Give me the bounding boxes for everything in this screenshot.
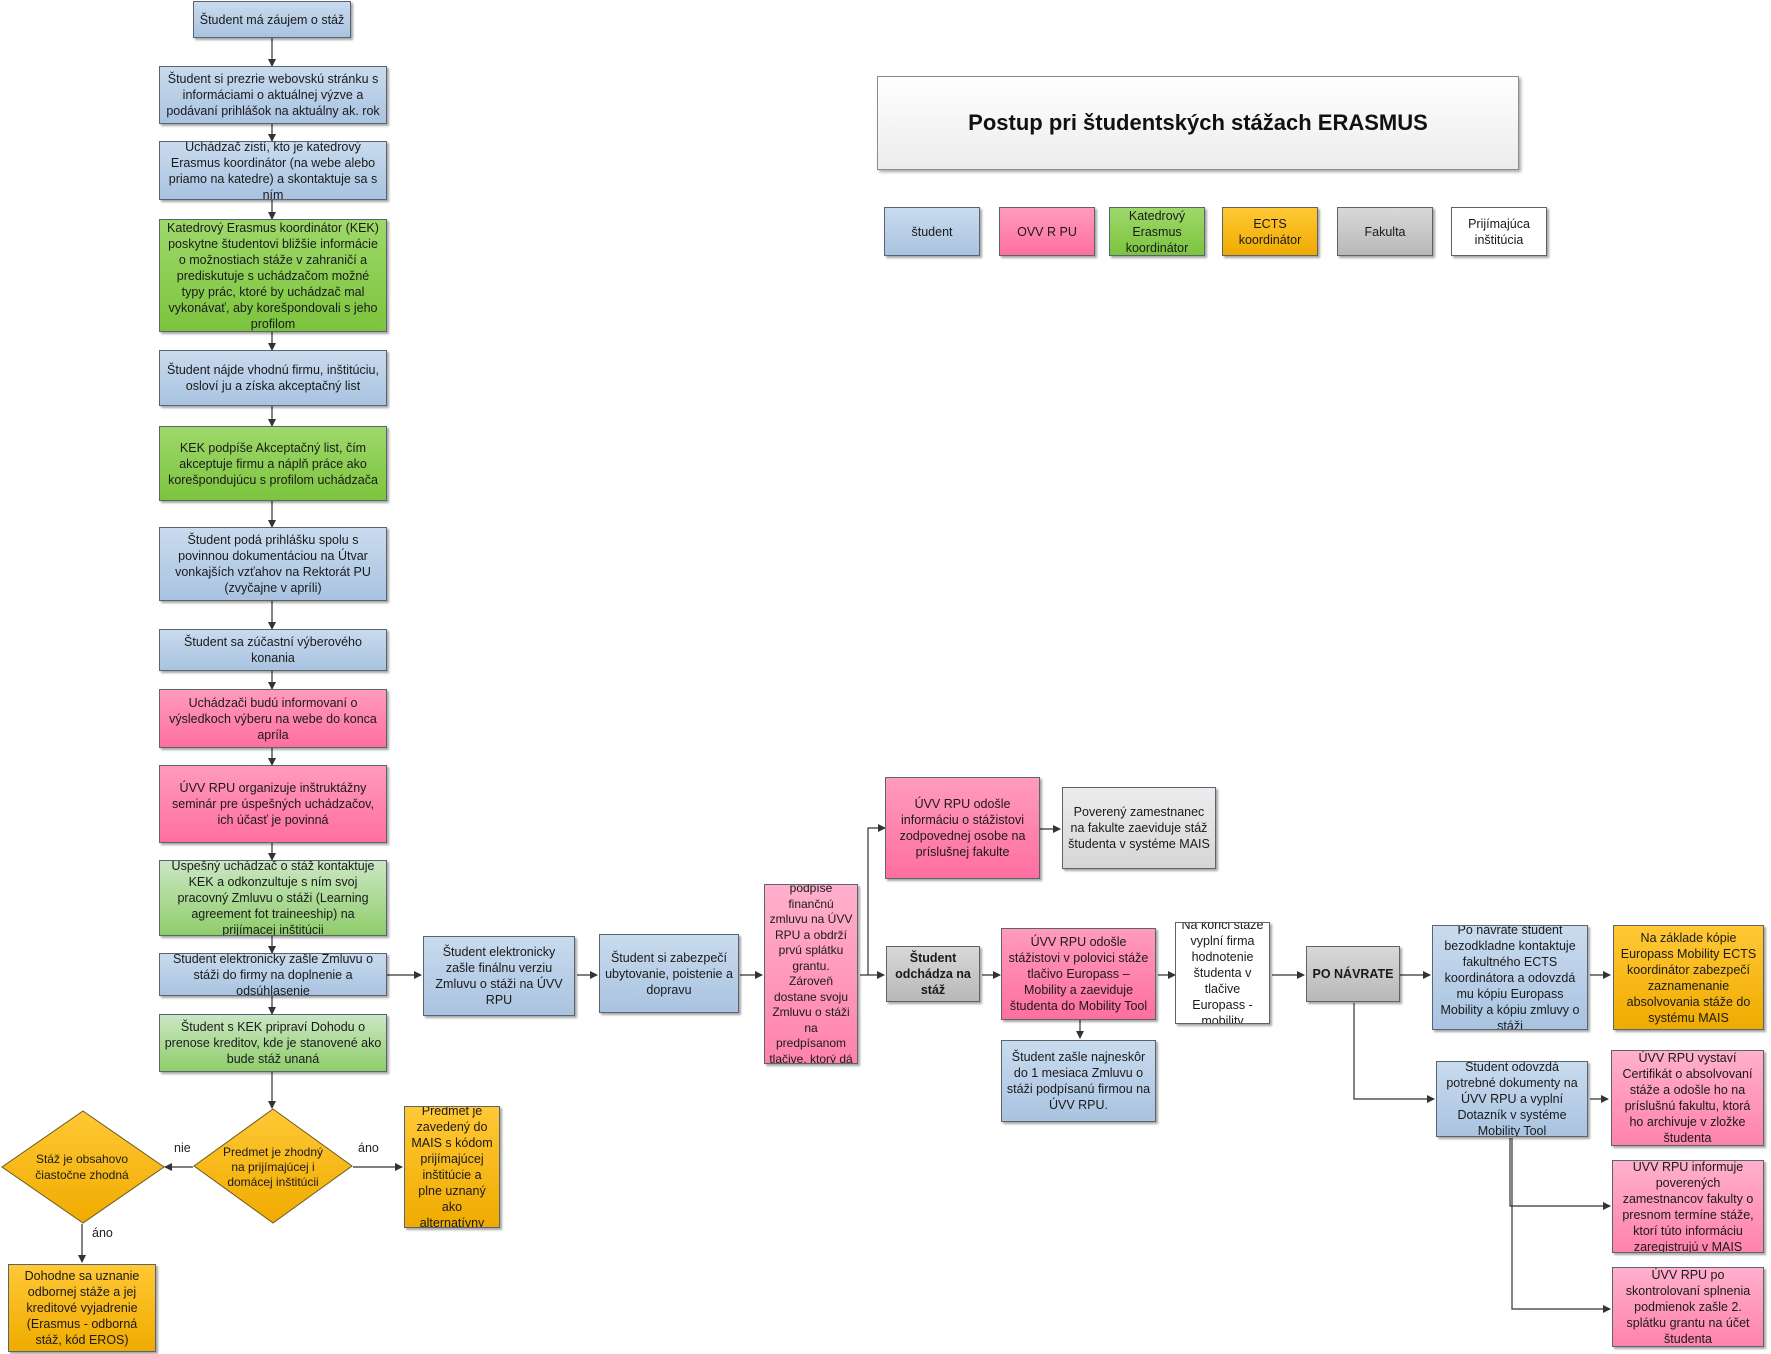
step-kontaktuje-ects: Po návrate študent bezodkladne kontaktuj… <box>1432 925 1588 1030</box>
step-ubytovanie: Študent si zabezpečí ubytovanie, poisten… <box>599 934 739 1013</box>
decision-staz-shape <box>1 1110 165 1224</box>
outcome-eros: Dohodne sa uznanie odbornej stáže a jej … <box>8 1264 156 1352</box>
step-splatka-grantu: ÚVV RPU po skontrolovaní splnenia podmie… <box>1612 1267 1764 1347</box>
connector <box>1511 1138 1611 1313</box>
step-akceptacny-list: KEK podpíše Akceptačný list, čím akceptu… <box>159 426 387 501</box>
step-certifikat: ÚVV RPU vystaví Certifikát o absolvovaní… <box>1611 1050 1764 1146</box>
step-vysledky: Uchádzači budú informovaní o výsledkoch … <box>159 689 387 748</box>
step-najde-firmu: Študent nájde vhodnú firmu, inštitúciu, … <box>159 350 387 406</box>
step-zisti-koordinatora: Uchádzač zistí, kto je katedrový Erasmus… <box>159 141 387 200</box>
connector <box>867 824 886 975</box>
page-title: Postup pri študentských stážach ERASMUS <box>877 76 1519 170</box>
step-financna-zmluva: Študent podpíše finančnú zmluvu na ÚVV R… <box>764 884 858 1064</box>
legend-ovv: OVV R PU <box>999 207 1095 256</box>
decision-predmet-shape <box>193 1108 353 1224</box>
step-dotaznik: Študent odovzdá potrebné dokumenty na ÚV… <box>1436 1061 1588 1137</box>
legend-fakulta: Fakulta <box>1337 207 1433 256</box>
step-zmluva-podpisana: Študent zašle najneskôr do 1 mesiaca Zml… <box>1001 1040 1156 1122</box>
step-ects-mais: Na základe kópie Europass Mobility ECTS … <box>1613 925 1764 1030</box>
step-prihlaska: Študent podá prihlášku spolu s povinnou … <box>159 527 387 601</box>
step-europass: ÚVV RPU odošle stážistovi v polovici stá… <box>1001 928 1156 1020</box>
step-po-navrate: PO NÁVRATE <box>1306 946 1400 1002</box>
label-nie: nie <box>174 1141 191 1155</box>
outcome-predmet-mais: Predmet je zavedený do MAIS s kódom prij… <box>404 1106 500 1228</box>
label-ano-down: áno <box>92 1226 113 1240</box>
label-ano-right: áno <box>358 1141 379 1155</box>
step-zmluva-do-firmy: Študent elektronicky zašle Zmluvu o stáž… <box>159 953 387 996</box>
legend-ects: ECTS koordinátor <box>1222 207 1318 256</box>
step-zaujem: Študent má záujem o stáž <box>193 1 351 38</box>
step-finalna-zmluva: Študent elektronicky zašle finálnu verzi… <box>423 936 575 1016</box>
legend-prijimajuca: Prijímajúca inštitúcia <box>1451 207 1547 256</box>
step-seminar: ÚVV RPU organizuje inštruktážny seminár … <box>159 765 387 843</box>
connector <box>1353 1003 1435 1103</box>
step-konzultacia-kek: Úspešný uchádzač o stáž kontaktuje KEK a… <box>159 860 387 936</box>
step-odchadza: Študent odchádza na stáž <box>886 946 980 1002</box>
legend-student: študent <box>884 207 980 256</box>
step-vyberove-konanie: Študent sa zúčastní výberového konania <box>159 629 387 671</box>
decision-staz: Stáž je obsahovo čiastočne zhodná <box>35 1152 129 1182</box>
step-informuje-fakultu: ÚVV RPU informuje poverených zamestnanco… <box>1612 1160 1764 1253</box>
step-dohoda-kredity: Študent s KEK pripraví Dohodu o prenose … <box>159 1014 387 1072</box>
step-zaeviduje-mais: Poverený zamestnanec na fakulte zaeviduj… <box>1062 787 1216 869</box>
decision-predmet: Predmet je zhodný na prijímajúcej i domá… <box>222 1144 324 1189</box>
step-kek-informacie: Katedrový Erasmus koordinátor (KEK) posk… <box>159 219 387 332</box>
legend-kek: Katedrový Erasmus koordinátor <box>1109 207 1205 256</box>
step-info-fakulte: ÚVV RPU odošle informáciu o stážistovi z… <box>885 777 1040 879</box>
connector <box>1509 1138 1611 1210</box>
step-webova-stranka: Študent si prezrie webovskú stránku s in… <box>159 66 387 124</box>
step-hodnotenie: Na konci stáže vyplní firma hodnotenie š… <box>1175 922 1270 1024</box>
